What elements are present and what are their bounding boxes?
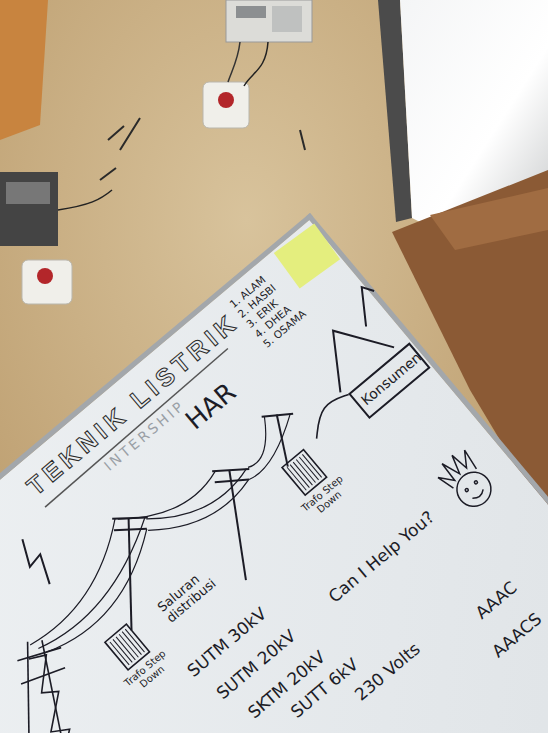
transformer-fin [125, 629, 144, 652]
transformer-fin [287, 467, 306, 490]
transformer-fin [290, 465, 309, 488]
kwh-meter [226, 0, 312, 42]
transformer-fin [110, 642, 129, 665]
wire [228, 42, 240, 82]
transformer-fin [299, 457, 318, 480]
socket [203, 82, 249, 128]
transformer-fin [116, 637, 135, 660]
meter-panel [272, 6, 302, 32]
board-label: AAACS [489, 610, 545, 661]
board-label: Saluran distribusi [155, 549, 238, 625]
transformer-fin [296, 460, 315, 483]
transmission-tower [0, 628, 123, 733]
transformer-fin [122, 632, 141, 655]
socket-lamp [218, 92, 234, 108]
transformer-fin [293, 462, 312, 485]
transformer-fin [302, 454, 321, 477]
socket [22, 260, 72, 304]
board-label: HAR [181, 378, 241, 435]
meter-display [6, 182, 50, 204]
sticky-note [274, 224, 340, 289]
orange-wall [0, 0, 48, 140]
lightning-symbol [13, 537, 59, 587]
power-lines [3, 389, 313, 664]
wire [58, 190, 112, 210]
transformer-node: Trafo Step Down [92, 613, 178, 699]
wire [244, 42, 268, 86]
smiley-face [433, 447, 499, 515]
transformer-node: Trafo Step Down [268, 437, 357, 526]
consumer-box: Konsumen [348, 342, 431, 419]
mounting-marks [100, 118, 305, 180]
kwh-meter [0, 172, 58, 246]
board-label: Can I Help You? [326, 508, 438, 606]
transformer-fin [113, 639, 132, 662]
transformer-fin [119, 634, 138, 657]
meter-display [236, 6, 266, 18]
socket-lamp [37, 268, 53, 284]
board-label: 230 Volts [352, 640, 424, 704]
service-wire [304, 390, 357, 439]
board-label: AAAC [473, 579, 521, 623]
cabinet-edge [430, 188, 548, 250]
consumer-label: Konsumen [359, 353, 421, 408]
